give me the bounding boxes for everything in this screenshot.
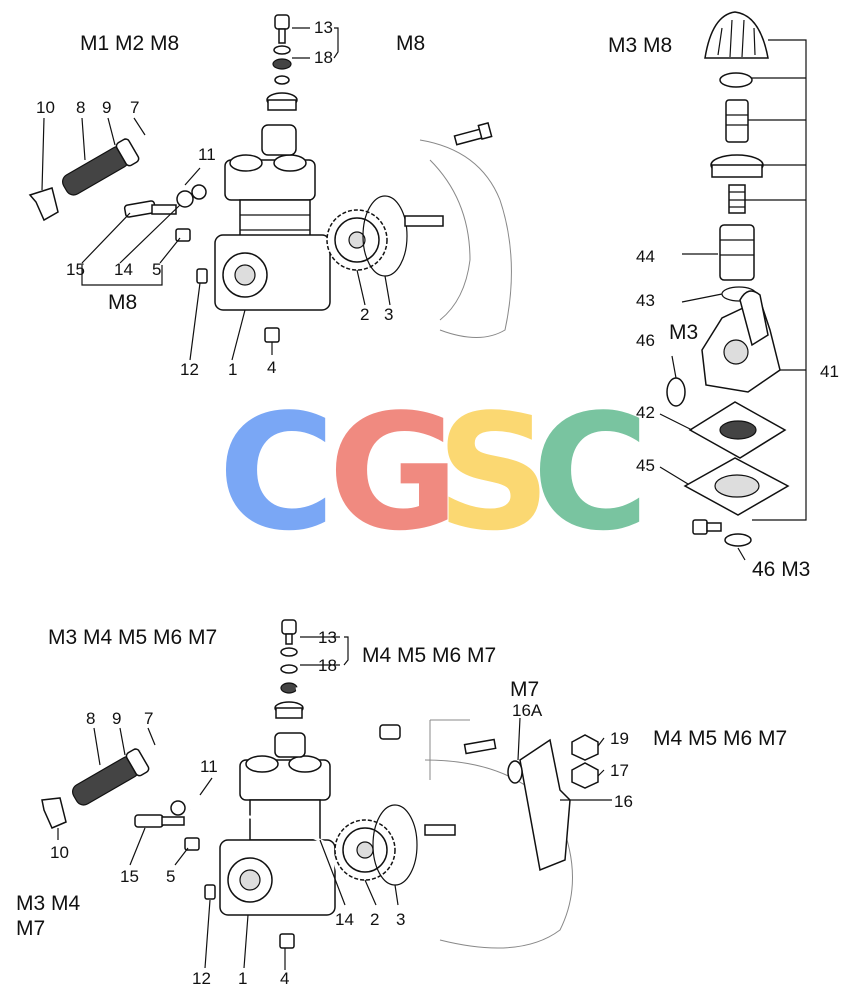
- part-41-right: 41: [820, 362, 839, 381]
- part-7-top: 7: [130, 98, 139, 117]
- group-label-bottom-m7: M7: [510, 678, 539, 701]
- watermark-letter-3: S: [436, 379, 551, 566]
- part-18-top: 18: [314, 48, 333, 67]
- part-8-top: 8: [76, 98, 85, 117]
- part-16-bottom: 16: [614, 792, 633, 811]
- watermark-logo: C G S C: [218, 379, 649, 566]
- group-label-bottom-variant-1: M3 M4: [16, 892, 81, 915]
- part-15-bottom: 15: [120, 867, 139, 886]
- part-44-right: 44: [636, 247, 655, 266]
- group-label-bottom-variant-2: M7: [16, 917, 45, 940]
- part-14-bottom: 14: [335, 910, 354, 929]
- part-15-top: 15: [66, 260, 85, 279]
- group-label-right-m3: M3: [669, 321, 698, 344]
- part-45-right: 45: [636, 456, 655, 475]
- group-label-bottom-left: M3 M4 M5 M6 M7: [48, 626, 217, 649]
- part-13-top: 13: [314, 18, 333, 37]
- part-11-bottom: 11: [200, 757, 218, 776]
- bottom-assembly: [41, 619, 612, 970]
- part-18-bottom: 18: [318, 656, 337, 675]
- part-10-bottom: 10: [50, 843, 69, 862]
- part-3-bottom: 3: [396, 910, 405, 929]
- part-1-top: 1: [228, 360, 237, 379]
- watermark-letter-4: C: [532, 379, 649, 566]
- watermark-letter-1: C: [218, 379, 335, 566]
- bolt-top: [453, 122, 493, 146]
- watermark-letter-2: G: [328, 379, 459, 566]
- right-assembly: [659, 11, 807, 561]
- group-label-bottom-right: M4 M5 M6 M7: [653, 727, 787, 750]
- group-label-bottom-mid: M4 M5 M6 M7: [362, 644, 496, 667]
- part-12-top: 12: [180, 360, 199, 379]
- gear-2-top: [326, 209, 388, 271]
- part-5-top: 5: [152, 260, 161, 279]
- part-2-top: 2: [360, 305, 369, 324]
- part-4-bottom: 4: [280, 969, 289, 988]
- part-7-bottom: 7: [144, 709, 153, 728]
- part-17-bottom: 17: [610, 761, 629, 780]
- part-42-right: 42: [636, 403, 655, 422]
- part-16a-bottom: 16A: [512, 701, 543, 720]
- compressor-body-top: [214, 124, 331, 311]
- part-12-bottom: 12: [192, 969, 211, 988]
- part-1-bottom: 1: [238, 969, 247, 988]
- part-8-bottom: 8: [86, 709, 95, 728]
- group-label-top-bracket: M8: [108, 291, 137, 314]
- group-label-top-right: M3 M8: [608, 34, 672, 57]
- part-2-bottom: 2: [370, 910, 379, 929]
- part-3-top: 3: [384, 305, 393, 324]
- group-label-right-bottom: 46 M3: [752, 558, 810, 581]
- part-19-bottom: 19: [610, 729, 629, 748]
- part-14-top: 14: [114, 260, 133, 279]
- part-9-top: 9: [102, 98, 111, 117]
- part-11-top: 11: [198, 145, 216, 164]
- group-label-top-mid: M8: [396, 32, 425, 55]
- part-10-top: 10: [36, 98, 55, 117]
- top-assembly: [28, 14, 512, 361]
- part-4-top: 4: [267, 358, 276, 377]
- group-label-top-left: M1 M2 M8: [80, 32, 179, 55]
- hose-8: [62, 138, 140, 196]
- part-13-bottom: 13: [318, 628, 337, 647]
- part-9-bottom: 9: [112, 709, 121, 728]
- part-43-right: 43: [636, 291, 655, 310]
- part-5-bottom: 5: [166, 867, 175, 886]
- part-46-right: 46: [636, 331, 655, 350]
